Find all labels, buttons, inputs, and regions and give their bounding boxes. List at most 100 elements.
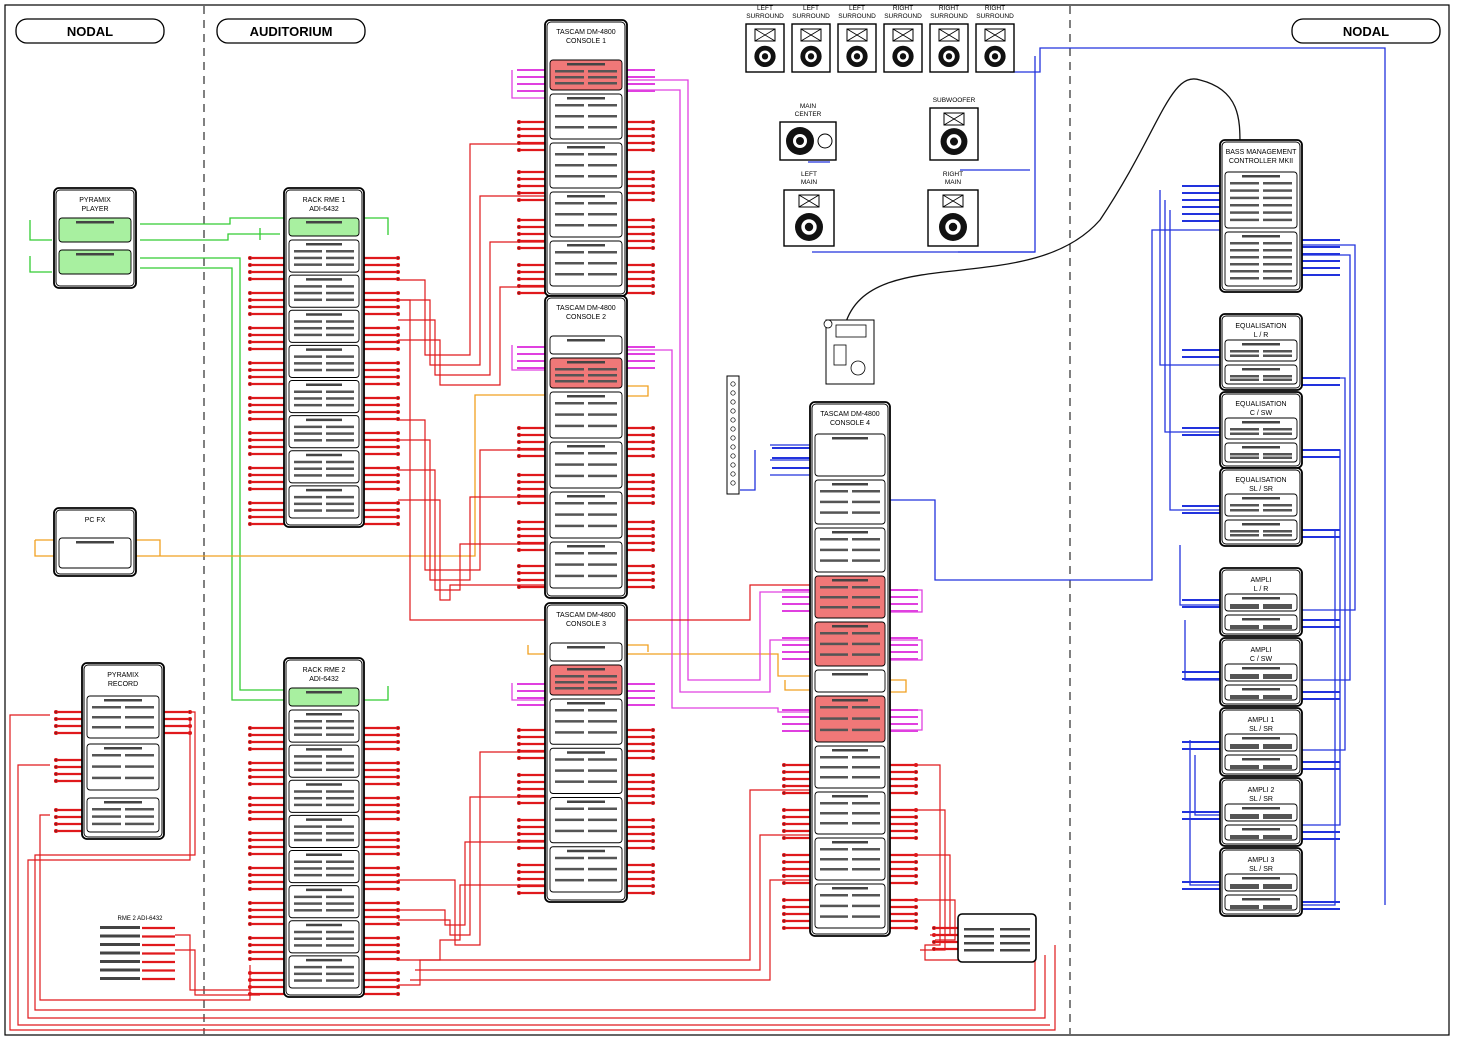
device-title: PLAYER: [81, 206, 108, 213]
device-title: PYRAMIX: [79, 197, 111, 204]
device-title: RECORD: [108, 681, 138, 688]
device-title: TASCAM DM-4800: [820, 411, 879, 418]
speaker-label: SURROUND: [838, 13, 876, 20]
unit-outputs: [1224, 442, 1298, 463]
device-title: AMPLI 3: [1248, 857, 1275, 864]
speaker-label: LEFT: [849, 5, 865, 12]
device-title: RACK RME 1: [303, 197, 346, 204]
device-title: AMPLI: [1250, 647, 1271, 654]
device-title: TASCAM DM-4800: [556, 612, 615, 619]
rme-small-title: RME 2 ADI-6432: [117, 916, 163, 922]
device-title: SL / SR: [1249, 866, 1273, 873]
device-title: CONSOLE 3: [566, 621, 606, 628]
red-cable-group: [9, 69, 1340, 1031]
zone-label-right-nodal: NODAL: [1291, 18, 1441, 44]
bm-inputs: [1224, 171, 1298, 229]
device-title: SL / SR: [1249, 486, 1273, 493]
svg-text:AUDITORIUM: AUDITORIUM: [250, 24, 333, 39]
speaker-label: RIGHT: [939, 5, 959, 12]
device-title: RACK RME 2: [303, 667, 346, 674]
pc-fx: PC FX: [53, 507, 137, 577]
speaker-label: LEFT: [803, 5, 819, 12]
device-title: EQUALISATION: [1235, 323, 1286, 330]
rack-rack2: RACK RME 2 ADI-6432: [283, 657, 365, 998]
device-title: ADI-6432: [309, 676, 339, 683]
speaker-label: SURROUND: [930, 13, 968, 20]
device-title: CONSOLE 4: [830, 420, 870, 427]
bass-management-controller: BASS MANAGEMENT CONTROLLER MKII: [1219, 139, 1303, 293]
speaker-label: RIGHT: [893, 5, 913, 12]
madi-card-1: [58, 217, 132, 243]
zone-label-auditorium: AUDITORIUM: [216, 18, 366, 44]
cable-layer: [9, 47, 1386, 1031]
patch-strip: [726, 375, 740, 495]
zone-label-left-nodal: NODAL: [15, 18, 165, 44]
adat-optical-slot: [549, 642, 623, 662]
device-title: ADI-6432: [309, 206, 339, 213]
speaker-label: RIGHT: [943, 171, 963, 178]
svg-text:NODAL: NODAL: [67, 24, 113, 39]
converter-box: [957, 913, 1037, 963]
device-title: L / R: [1254, 332, 1269, 339]
ampli-csw: AMPLI C / SW: [1219, 637, 1303, 707]
device-title: AMPLI: [1250, 577, 1271, 584]
speaker-label: MAIN: [945, 179, 962, 186]
adat-optical-slot: [549, 335, 623, 355]
device-title: TASCAM DM-4800: [556, 305, 615, 312]
device-title: AMPLI 2: [1248, 787, 1275, 794]
rme-small-block: RME 2 ADI-6432: [100, 916, 163, 980]
speaker-label: SURROUND: [884, 13, 922, 20]
madi-slot: [288, 217, 360, 237]
speaker-label: CENTER: [795, 111, 822, 118]
madi-card-2: [58, 249, 132, 275]
speaker-label: MAIN: [801, 179, 818, 186]
ampli-2-slsr: AMPLI 2 SL / SR: [1219, 777, 1303, 847]
ampli-1-slsr: AMPLI 1SL / SR: [1219, 707, 1303, 777]
device-title: PC FX: [85, 517, 106, 524]
speaker-layer: LEFTSURROUNDLEFTSURROUNDLEFTSURROUNDRIGH…: [745, 5, 1015, 247]
device-title: EQUALISATION: [1235, 401, 1286, 408]
adat-card: [58, 537, 132, 569]
device-title: C / SW: [1250, 656, 1273, 663]
speaker-label: LEFT: [757, 5, 773, 12]
remote-controller: [823, 319, 875, 385]
madi-slot: [288, 687, 360, 707]
equalisation-slsr: EQUALISATION SL / SR: [1219, 467, 1303, 547]
device-title: AMPLI 1: [1248, 717, 1275, 724]
unit-outputs: [1224, 364, 1298, 385]
pyramix-player: PYRAMIX PLAYER: [53, 187, 137, 289]
device-title: CONTROLLER MKII: [1229, 158, 1293, 165]
magenta-cable-group: [511, 70, 923, 731]
device-title: PYRAMIX: [107, 672, 139, 679]
equalisation-lr: EQUALISATION L / R: [1219, 313, 1303, 391]
speaker-subwoofer: SUBWOOFER: [929, 97, 979, 161]
green-cable-group: [29, 217, 389, 701]
page-frame: [4, 4, 1450, 1036]
speaker-label: SURROUND: [792, 13, 830, 20]
black-control-cable: [844, 78, 1241, 326]
device-title: SL / SR: [1249, 796, 1273, 803]
line-inputs: [814, 433, 886, 477]
pyramix-record: PYRAMIX RECORD: [81, 662, 165, 840]
device-title: C / SW: [1250, 410, 1273, 417]
device-title: BASS MANAGEMENT: [1226, 149, 1298, 156]
device-title: EQUALISATION: [1235, 477, 1286, 484]
device-title: CONSOLE 1: [566, 38, 606, 45]
device-title: TASCAM DM-4800: [556, 29, 615, 36]
rack-rack1: RACK RME 1 ADI-6432: [283, 187, 365, 528]
